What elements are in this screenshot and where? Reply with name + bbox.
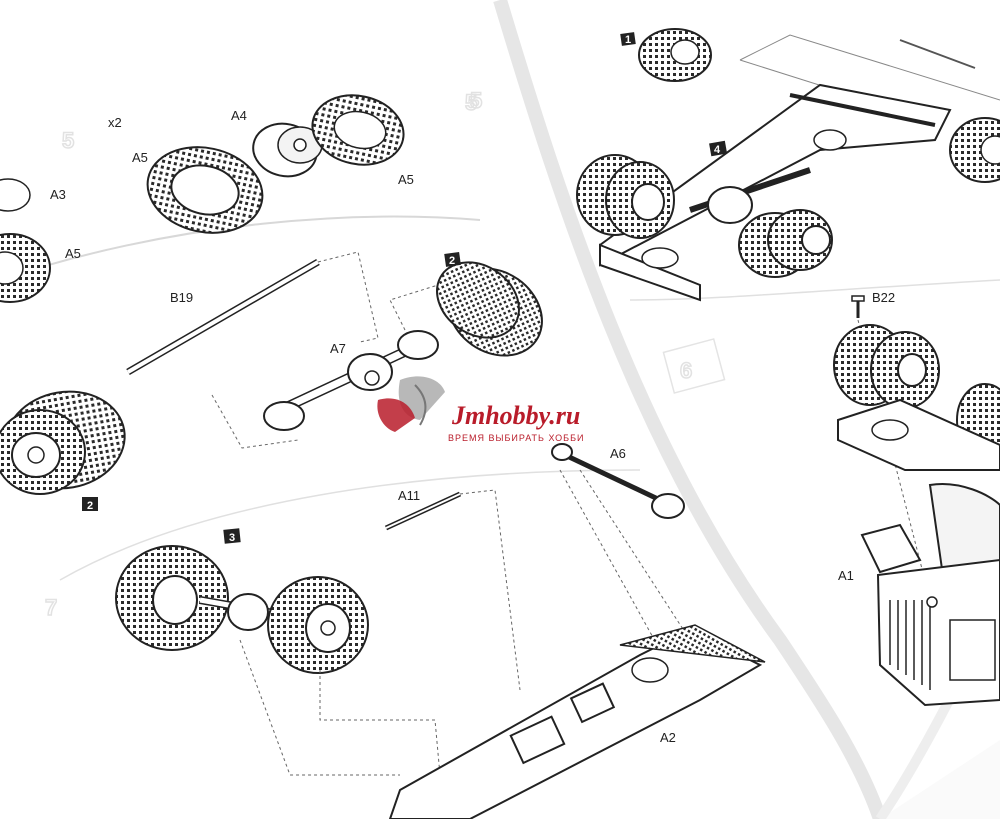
label-b19: B19 (170, 290, 193, 305)
label-a5-top: A5 (132, 150, 148, 165)
label-a2: A2 (660, 730, 676, 745)
svg-text:2: 2 (449, 255, 455, 267)
engine-block-a1 (860, 483, 1000, 707)
chassis-frame-a2 (388, 624, 766, 819)
dual-wheel-left (0, 390, 126, 495)
frame-step6 (837, 398, 1000, 471)
screw-b22 (851, 295, 865, 318)
step-badge-1: 1 (620, 32, 636, 46)
chassis-step4 (599, 83, 952, 302)
svg-text:4: 4 (714, 144, 721, 156)
page-fold-shadow (493, 0, 887, 819)
dual-wheel-right (436, 261, 543, 357)
dual-wheel-step3-right (267, 576, 369, 674)
svg-text:2: 2 (87, 500, 93, 512)
drive-shaft-b19 (126, 258, 320, 376)
step-badge-2-bottom: 2 (82, 497, 98, 512)
label-a6: A6 (610, 446, 626, 461)
label-a5-left: A5 (65, 246, 81, 261)
link-rod-a6 (551, 443, 685, 519)
step-badge-2-top: 2 (444, 251, 461, 267)
dual-wheel-step4-left (576, 154, 675, 239)
chair-logo-icon (377, 376, 445, 432)
ghost-step-6: 6 (680, 358, 692, 383)
label-b22: B22 (872, 290, 895, 305)
label-a3: A3 (50, 187, 66, 202)
dual-wheel-step4-right (738, 209, 833, 278)
ghost-step-number: 5 (62, 128, 74, 153)
label-a11: A11 (398, 488, 420, 503)
dual-wheel-step6 (833, 324, 1000, 457)
step-badge-4: 4 (709, 140, 728, 157)
svg-text:5: 5 (465, 90, 477, 115)
label-a5-right: A5 (398, 172, 414, 187)
label-a4: A4 (231, 108, 247, 123)
wheel-a5-left (0, 178, 51, 303)
step-badge-3: 3 (223, 528, 241, 544)
wheel-step4-far (949, 117, 1000, 183)
hub-a4 (252, 122, 323, 178)
hub-a3 (0, 178, 31, 212)
watermark-brand: Jmhobby.ru (451, 401, 580, 430)
ghost-step-5: 5 (470, 88, 482, 113)
label-a7: A7 (330, 341, 346, 356)
watermark-tagline: ВРЕМЯ ВЫБИРАТЬ ХОББИ (448, 433, 584, 443)
label-a1: A1 (838, 568, 854, 583)
wheel-a5-rear (311, 94, 405, 166)
svg-text:3: 3 (229, 532, 235, 544)
wheel-a5-front (146, 146, 264, 234)
svg-text:1: 1 (625, 34, 631, 46)
rear-axle-a7 (263, 330, 439, 431)
label-x2: x2 (108, 115, 122, 130)
section-divider (0, 215, 481, 281)
jmhobby-watermark: Jmhobby.ru ВРЕМЯ ВЫБИРАТЬ ХОББИ (377, 376, 584, 443)
shaft-a11 (384, 491, 462, 531)
step1-wheel (638, 28, 712, 82)
dual-wheel-step3-left (115, 545, 229, 651)
svg-text:7: 7 (45, 595, 57, 620)
